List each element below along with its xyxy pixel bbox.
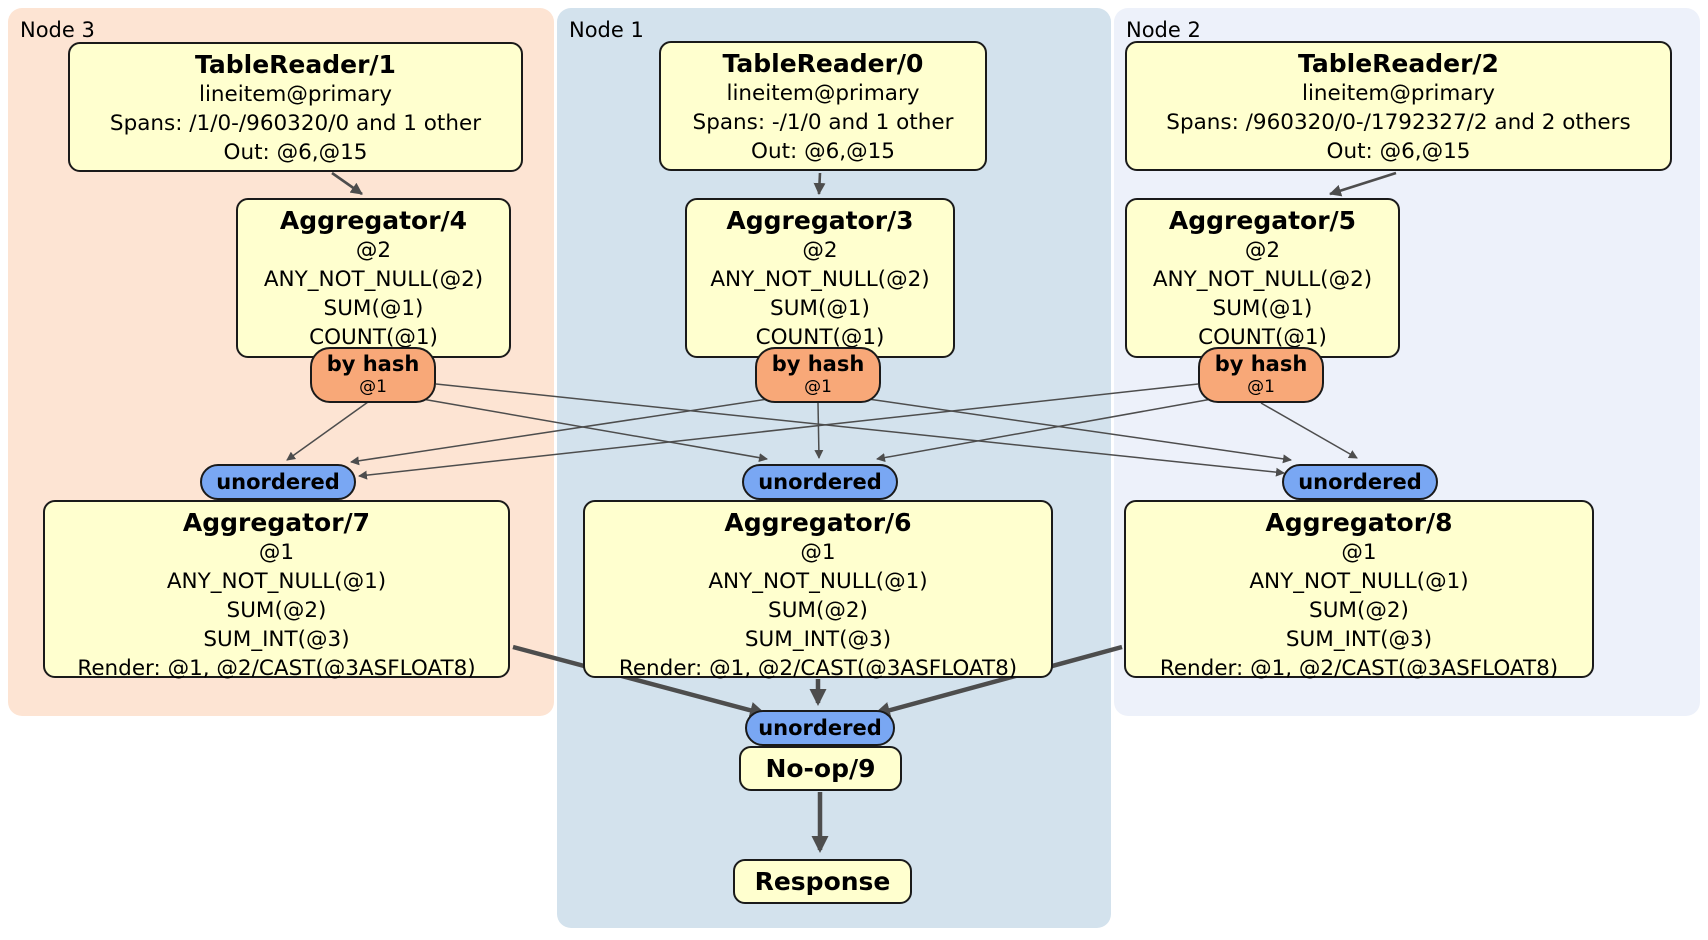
edge-hash4-uno7 <box>286 401 369 461</box>
aggregator-5-fn-0: ANY_NOT_NULL(@2) <box>1152 267 1373 292</box>
edge-hash3-uno6 <box>814 402 824 459</box>
hash-router-4-key: @1 <box>359 377 387 397</box>
hash-router-3-label: by hash <box>771 352 865 376</box>
edge-hash4-uno8 <box>435 383 1285 477</box>
aggregator-7-group: @1 <box>258 540 295 565</box>
hash-router-5: by hash @1 <box>1198 347 1324 403</box>
noop-9-box: No-op/9 <box>739 746 902 791</box>
response-title: Response <box>754 867 891 896</box>
unordered-sync-8: unordered <box>1282 464 1438 500</box>
tablereader-1-index: lineitem@primary <box>198 82 393 107</box>
aggregator-8-fn-2: SUM_INT(@3) <box>1285 627 1433 652</box>
aggregator-8-title: Aggregator/8 <box>1265 508 1453 537</box>
unordered-sync-6: unordered <box>742 464 898 500</box>
edge-hash5-uno8 <box>1260 402 1358 459</box>
aggregator-6-render: Render: @1, @2/CAST(@3ASFLOAT8) <box>618 656 1018 681</box>
aggregator-3-box: Aggregator/3 @2 ANY_NOT_NULL(@2) SUM(@1)… <box>685 198 955 358</box>
aggregator-4-fn-2: COUNT(@1) <box>309 325 438 350</box>
aggregator-6-title: Aggregator/6 <box>724 508 912 537</box>
hash-router-4-label: by hash <box>326 352 420 376</box>
unordered-sync-final: unordered <box>745 710 895 746</box>
aggregator-5-title: Aggregator/5 <box>1168 206 1357 235</box>
aggregator-7-box: Aggregator/7 @1 ANY_NOT_NULL(@1) SUM(@2)… <box>43 500 510 681</box>
aggregator-7-render: Render: @1, @2/CAST(@3ASFLOAT8) <box>77 656 476 681</box>
aggregator-4-group: @2 <box>355 238 392 263</box>
aggregator-4-box: Aggregator/4 @2 ANY_NOT_NULL(@2) SUM(@1)… <box>236 198 511 358</box>
aggregator-6-fn-0: ANY_NOT_NULL(@1) <box>708 569 928 594</box>
edge-hash5-uno7 <box>358 383 1199 480</box>
aggregator-8-box: Aggregator/8 @1 ANY_NOT_NULL(@1) SUM(@2)… <box>1124 500 1594 681</box>
aggregator-6-fn-2: SUM_INT(@3) <box>744 627 892 652</box>
tablereader-0-box: TableReader/0 lineitem@primary Spans: -/… <box>659 41 987 171</box>
tablereader-2-title: TableReader/2 <box>1298 49 1499 78</box>
edge-hash4-uno6 <box>421 398 768 463</box>
aggregator-5-group: @2 <box>1244 238 1281 263</box>
node3-label: Node 3 <box>20 18 95 42</box>
aggregator-3-fn-1: SUM(@1) <box>770 296 870 321</box>
aggregator-8-group: @1 <box>1341 540 1377 565</box>
hash-router-3-key: @1 <box>804 377 832 397</box>
tablereader-0-out: Out: @6,@15 <box>751 139 895 164</box>
edge-hash3-uno8 <box>867 398 1292 464</box>
aggregator-6-group: @1 <box>800 540 836 565</box>
hash-router-4: by hash @1 <box>310 347 436 403</box>
aggregator-5-fn-1: SUM(@1) <box>1212 296 1313 321</box>
aggregator-7-fn-1: SUM(@2) <box>226 598 327 623</box>
edge-tr2-agg5 <box>1329 171 1397 197</box>
aggregator-3-fn-2: COUNT(@1) <box>755 325 885 350</box>
tablereader-1-spans: Spans: /1/0-/960320/0 and 1 other <box>109 111 482 136</box>
tablereader-1-title: TableReader/1 <box>195 50 396 79</box>
hash-router-5-key: @1 <box>1247 377 1275 397</box>
tablereader-1-box: TableReader/1 lineitem@primary Spans: /1… <box>68 42 523 172</box>
aggregator-6-fn-1: SUM(@2) <box>768 598 868 623</box>
tablereader-0-spans: Spans: -/1/0 and 1 other <box>692 110 954 135</box>
node2-label: Node 2 <box>1126 18 1201 42</box>
aggregator-7-title: Aggregator/7 <box>182 508 371 537</box>
edge-agg8-unofinal <box>873 644 1123 719</box>
hash-router-3: by hash @1 <box>755 347 881 403</box>
hash-router-5-label: by hash <box>1214 352 1308 376</box>
tablereader-2-box: TableReader/2 lineitem@primary Spans: /9… <box>1125 41 1672 171</box>
edge-hash5-uno6 <box>876 398 1213 463</box>
unordered-sync-7: unordered <box>200 464 356 500</box>
aggregator-7-fn-2: SUM_INT(@3) <box>203 627 350 652</box>
tablereader-2-out: Out: @6,@15 <box>1326 139 1471 164</box>
aggregator-8-fn-0: ANY_NOT_NULL(@1) <box>1249 569 1469 594</box>
tablereader-0-index: lineitem@primary <box>726 81 920 106</box>
noop-9-title: No-op/9 <box>765 754 876 783</box>
aggregator-4-fn-1: SUM(@1) <box>323 296 424 321</box>
edge-agg7-unofinal <box>512 644 767 719</box>
edge-tr1-agg4 <box>331 171 363 196</box>
tablereader-2-index: lineitem@primary <box>1301 81 1496 106</box>
tablereader-0-title: TableReader/0 <box>722 49 924 78</box>
node1-label: Node 1 <box>569 18 644 42</box>
aggregator-3-title: Aggregator/3 <box>726 206 914 235</box>
response-box: Response <box>733 859 912 904</box>
aggregator-5-box: Aggregator/5 @2 ANY_NOT_NULL(@2) SUM(@1)… <box>1125 198 1400 358</box>
aggregator-5-fn-2: COUNT(@1) <box>1198 325 1327 350</box>
aggregator-3-group: @2 <box>802 238 838 263</box>
edge-hash3-uno7 <box>350 398 769 466</box>
tablereader-1-out: Out: @6,@15 <box>223 140 368 165</box>
aggregator-4-fn-0: ANY_NOT_NULL(@2) <box>263 267 484 292</box>
tablereader-2-spans: Spans: /960320/0-/1792327/2 and 2 others <box>1166 110 1631 135</box>
edge-tr0-agg3 <box>813 172 826 195</box>
aggregator-8-fn-1: SUM(@2) <box>1309 598 1409 623</box>
aggregator-8-render: Render: @1, @2/CAST(@3ASFLOAT8) <box>1159 656 1559 681</box>
aggregator-6-box: Aggregator/6 @1 ANY_NOT_NULL(@1) SUM(@2)… <box>583 500 1053 681</box>
aggregator-7-fn-0: ANY_NOT_NULL(@1) <box>166 569 387 594</box>
aggregator-3-fn-0: ANY_NOT_NULL(@2) <box>710 267 930 292</box>
aggregator-4-title: Aggregator/4 <box>279 206 468 235</box>
